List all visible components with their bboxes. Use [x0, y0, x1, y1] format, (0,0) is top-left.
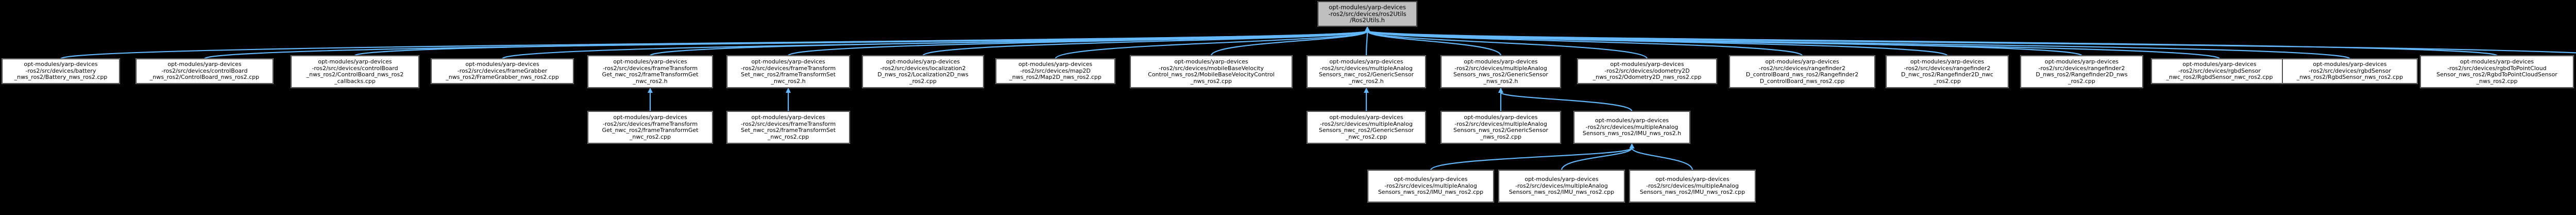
graph-edge [1365, 26, 1502, 56]
graph-node-label: opt-modules/yarp-devices -ros2/src/devic… [1639, 176, 1745, 196]
graph-node-label: opt-modules/yarp-devices -ros2/src/devic… [1328, 4, 1406, 24]
graph-node[interactable]: opt-modules/yarp-devices -ros2/src/devic… [2151, 58, 2288, 84]
graph-edge [1365, 26, 2576, 54]
graph-node-label: opt-modules/yarp-devices -ros2/src/devic… [2296, 61, 2403, 81]
graph-node[interactable]: opt-modules/yarp-devices -ros2/src/devic… [587, 55, 713, 88]
graph-edge [60, 26, 1370, 60]
graph-node-label: opt-modules/yarp-devices -ros2/src/devic… [1453, 114, 1548, 140]
graph-node[interactable]: opt-modules/yarp-devices -ros2/src/devic… [1440, 55, 1561, 88]
graph-node[interactable]: opt-modules/yarp-devices -ros2/src/devic… [726, 55, 850, 88]
graph-node[interactable]: opt-modules/yarp-devices -ros2/src/devic… [862, 55, 984, 88]
graph-edge [354, 26, 1370, 57]
graph-edge [1365, 26, 1648, 59]
graph-node-label: opt-modules/yarp-devices -ros2/src/devic… [1901, 58, 1993, 85]
graph-node-label: opt-modules/yarp-devices -ros2/src/devic… [1378, 176, 1484, 196]
graph-node[interactable]: opt-modules/yarp-devices -ros2/src/devic… [1307, 111, 1426, 144]
graph-node[interactable]: opt-modules/yarp-devices -ros2/src/devic… [1498, 170, 1625, 203]
graph-node-label: opt-modules/yarp-devices -ros2/src/devic… [446, 61, 559, 81]
graph-edge [1498, 88, 1633, 112]
graph-node-label: opt-modules/yarp-devices -ros2/src/devic… [2166, 61, 2273, 81]
graph-node[interactable]: opt-modules/yarp-devices -ros2/src/devic… [431, 58, 574, 84]
graph-node-label: opt-modules/yarp-devices -ros2/src/devic… [2036, 58, 2128, 85]
graph-node[interactable]: opt-modules/yarp-devices -ros2/src/devic… [587, 111, 713, 144]
graph-edge [204, 26, 1370, 60]
graph-edge [1055, 26, 1370, 59]
graph-edge [1498, 88, 1503, 112]
graph-node[interactable]: opt-modules/yarp-devices -ros2/src/devic… [2, 58, 120, 84]
graph-node[interactable]: opt-modules/yarp-devices -ros2/src/devic… [1886, 55, 2009, 88]
graph-node[interactable]: opt-modules/yarp-devices -ros2/src/devic… [1577, 58, 1717, 84]
graph-node-root[interactable]: opt-modules/yarp-devices -ros2/src/devic… [1317, 1, 1417, 27]
graph-node-label: opt-modules/yarp-devices -ros2/src/devic… [149, 61, 260, 81]
graph-edge [1629, 143, 1693, 171]
graph-edge [1365, 26, 2221, 60]
graph-node[interactable]: opt-modules/yarp-devices -ros2/src/devic… [1130, 55, 1293, 88]
graph-node-label: opt-modules/yarp-devices -ros2/src/devic… [1582, 117, 1682, 137]
graph-node-label: opt-modules/yarp-devices -ros2/src/devic… [2436, 58, 2557, 85]
graph-node[interactable]: opt-modules/yarp-devices -ros2/src/devic… [1440, 111, 1561, 144]
graph-edge [501, 26, 1370, 60]
graph-node[interactable]: opt-modules/yarp-devices -ros2/src/devic… [726, 111, 850, 144]
graph-node[interactable]: opt-modules/yarp-devices -ros2/src/devic… [1629, 170, 1756, 203]
graph-node[interactable]: opt-modules/yarp-devices -ros2/src/devic… [1573, 111, 1690, 144]
graph-edge [1365, 26, 1803, 57]
graph-edge [1365, 26, 2082, 57]
graph-edge [1430, 143, 1635, 171]
graph-edge [1365, 26, 2498, 57]
graph-node-label: opt-modules/yarp-devices -ros2/src/devic… [1009, 61, 1101, 81]
graph-node-label: opt-modules/yarp-devices -ros2/src/devic… [740, 114, 836, 140]
graph-node-label: opt-modules/yarp-devices -ros2/src/devic… [1592, 61, 1702, 81]
graph-node-label: opt-modules/yarp-devices -ros2/src/devic… [1509, 176, 1615, 196]
graph-edge [1561, 143, 1635, 171]
graph-edge [1365, 26, 1948, 57]
graph-node[interactable]: opt-modules/yarp-devices -ros2/src/devic… [1367, 170, 1494, 203]
graph-node-label: opt-modules/yarp-devices -ros2/src/devic… [1318, 58, 1414, 85]
graph-node[interactable]: opt-modules/yarp-devices -ros2/src/devic… [291, 55, 419, 88]
graph-edge [1365, 26, 1370, 56]
graph-edge [1365, 26, 2351, 60]
graph-node-label: opt-modules/yarp-devices -ros2/src/devic… [602, 114, 699, 140]
graph-edge [649, 26, 1370, 57]
graph-node[interactable]: opt-modules/yarp-devices -ros2/src/devic… [1307, 55, 1426, 88]
graph-edge [648, 88, 653, 112]
graph-node-label: opt-modules/yarp-devices -ros2/src/devic… [1148, 58, 1275, 85]
graph-node-label: opt-modules/yarp-devices -ros2/src/devic… [877, 58, 969, 85]
graph-node[interactable]: opt-modules/yarp-devices -ros2/src/devic… [1729, 55, 1875, 88]
graph-node-label: opt-modules/yarp-devices -ros2/src/devic… [602, 58, 699, 85]
graph-node[interactable]: opt-modules/yarp-devices -ros2/src/devic… [2020, 55, 2143, 88]
graph-node-label: opt-modules/yarp-devices -ros2/src/devic… [306, 58, 404, 85]
graph-edge [787, 26, 1370, 57]
graph-node[interactable]: opt-modules/yarp-devices -ros2/src/devic… [995, 58, 1115, 84]
graph-node[interactable]: opt-modules/yarp-devices -ros2/src/devic… [2420, 55, 2574, 88]
graph-edge [1210, 26, 1370, 56]
graph-node-label: opt-modules/yarp-devices -ros2/src/devic… [740, 58, 836, 85]
graph-node-label: opt-modules/yarp-devices -ros2/src/devic… [14, 61, 108, 81]
graph-edge [922, 26, 1370, 57]
graph-edge [1364, 88, 1369, 111]
graph-node-label: opt-modules/yarp-devices -ros2/src/devic… [1318, 114, 1414, 140]
graph-node[interactable]: opt-modules/yarp-devices -ros2/src/devic… [135, 58, 274, 84]
graph-node-label: opt-modules/yarp-devices -ros2/src/devic… [1745, 58, 1859, 85]
graph-node-label: opt-modules/yarp-devices -ros2/src/devic… [1453, 58, 1548, 85]
graph-node[interactable]: opt-modules/yarp-devices -ros2/src/devic… [2282, 58, 2418, 84]
graph-edge [786, 88, 791, 112]
